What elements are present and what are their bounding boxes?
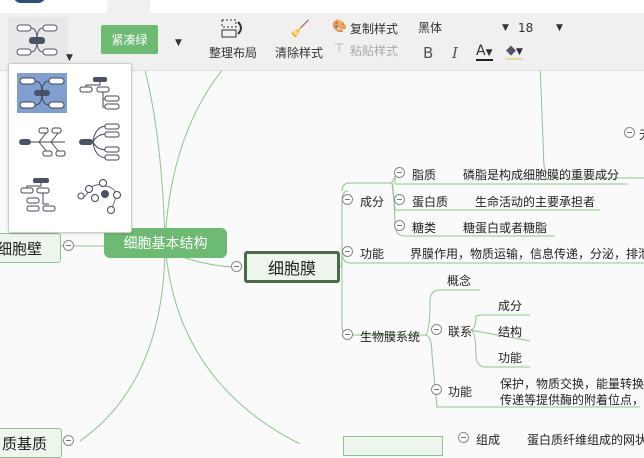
paint-roller-icon: ⊤ — [334, 41, 345, 55]
cytoskeleton-node[interactable] — [343, 436, 443, 456]
chevron-down-icon[interactable]: ▼ — [66, 53, 73, 63]
title-strip — [0, 0, 644, 13]
cell-membrane-node[interactable]: 细胞膜 — [244, 251, 340, 283]
bio-function-label[interactable]: 功能 — [448, 385, 473, 399]
relation-item[interactable]: 成分 — [498, 299, 523, 313]
collapse-icon[interactable] — [394, 220, 405, 231]
timeline-icon — [77, 179, 121, 214]
collapse-icon[interactable] — [458, 432, 469, 443]
font-family-value: 黑体 — [418, 21, 443, 35]
mind-map-icon — [19, 77, 65, 109]
layout-dropdown — [8, 63, 132, 233]
theme-button[interactable]: 紧凑绿 — [101, 25, 158, 54]
lipid-label[interactable]: 脂质 — [412, 168, 437, 182]
chevron-down-icon: ▼ — [556, 23, 563, 33]
root-node[interactable]: 细胞基本结构 — [104, 228, 227, 258]
fishbone-icon — [19, 127, 66, 157]
arrange-icon — [221, 19, 242, 38]
tree-icon — [20, 178, 56, 212]
chevron-down-icon: ▼ — [502, 23, 509, 33]
font-color-label: A — [476, 43, 486, 59]
font-size-value: 18 — [518, 21, 534, 35]
collapse-icon[interactable] — [63, 435, 74, 446]
concept-label[interactable]: 概念 — [447, 274, 472, 288]
clear-style-button[interactable]: 🧹 清除样式 — [273, 19, 325, 65]
protein-desc: 生命活动的主要承担者 — [475, 195, 596, 209]
sugar-desc: 糖蛋白或者糖脂 — [463, 221, 548, 235]
mind-map-layout-icon — [16, 24, 58, 56]
theme-dropdown-icon[interactable]: ▼ — [175, 38, 182, 48]
collapse-icon[interactable] — [431, 384, 442, 395]
collapse-icon[interactable] — [394, 167, 405, 178]
function-label[interactable]: 功能 — [360, 247, 385, 261]
app-tab[interactable] — [13, 0, 46, 3]
collapse-icon[interactable] — [342, 246, 353, 257]
layout-option-bracket[interactable] — [75, 122, 125, 162]
top-right-label[interactable]: 无 — [639, 126, 644, 143]
cell-wall-node[interactable]: 细胞壁 — [0, 233, 61, 263]
layout-option-org-tree[interactable] — [75, 73, 125, 113]
broom-icon: 🧹 — [290, 19, 310, 38]
sugar-label[interactable]: 糖类 — [412, 221, 437, 235]
bracket-icon — [79, 123, 120, 161]
collapse-icon[interactable] — [394, 194, 405, 205]
relation-item[interactable]: 功能 — [498, 351, 523, 365]
org-tree-icon — [79, 77, 120, 110]
layout-option-tree[interactable] — [17, 174, 67, 214]
italic-button[interactable]: I — [452, 44, 458, 62]
collapse-icon[interactable] — [624, 127, 635, 138]
arrange-layout-label: 整理布局 — [209, 46, 258, 60]
composition-label[interactable]: 成分 — [360, 195, 385, 209]
clear-style-label: 清除样式 — [275, 46, 324, 60]
toolbar: ▼ 紧凑绿 ▼ 整理布局 🧹 清除样式 🎨 复制样式 ⊤ 粘贴样式 黑体 ▼ 1… — [0, 13, 644, 71]
collapse-icon[interactable] — [342, 329, 353, 340]
font-color-button[interactable]: A▼ — [476, 43, 493, 61]
collapse-icon[interactable] — [431, 324, 442, 335]
layout-button[interactable]: ▼ — [8, 17, 73, 63]
protein-label[interactable]: 蛋白质 — [412, 195, 449, 209]
arrange-layout-button[interactable]: 整理布局 — [205, 19, 261, 65]
relation-label[interactable]: 联系 — [448, 325, 473, 339]
layout-option-fishbone[interactable] — [17, 122, 67, 162]
font-size-select[interactable]: 18 ▼ — [518, 17, 566, 35]
relation-item[interactable]: 结构 — [498, 325, 523, 339]
collapse-icon[interactable] — [342, 194, 353, 205]
function-desc: 界膜作用，物质运输，信息传递，分泌，排泄 — [410, 247, 644, 261]
bio-function-desc: 保护，物质交换，能量转换， — [500, 377, 644, 391]
layout-option-timeline[interactable] — [75, 174, 125, 214]
fill-color-button[interactable]: ◆▼ — [506, 43, 523, 60]
paste-style-label: 粘贴样式 — [350, 44, 399, 58]
layout-option-mind-map[interactable] — [17, 73, 67, 113]
cytoplasm-node[interactable]: 质基质 — [0, 428, 62, 458]
composition-desc: 蛋白质纤维组成的网状 — [527, 433, 644, 447]
bold-button[interactable]: B — [423, 44, 434, 62]
font-family-select[interactable]: 黑体 ▼ — [418, 17, 510, 35]
tab-area — [107, 0, 150, 13]
composition-label[interactable]: 组成 — [476, 433, 501, 447]
biomembrane-label[interactable]: 生物膜系统 — [360, 330, 421, 344]
palette-icon: 🎨 — [332, 19, 347, 33]
bio-function-desc: 传递等提供酶的附着位点， — [500, 393, 644, 407]
copy-style-label: 复制样式 — [350, 22, 399, 36]
collapse-icon[interactable] — [63, 240, 74, 251]
lipid-desc: 磷脂是构成细胞膜的重要成分 — [463, 168, 620, 182]
collapse-icon[interactable] — [231, 261, 242, 272]
